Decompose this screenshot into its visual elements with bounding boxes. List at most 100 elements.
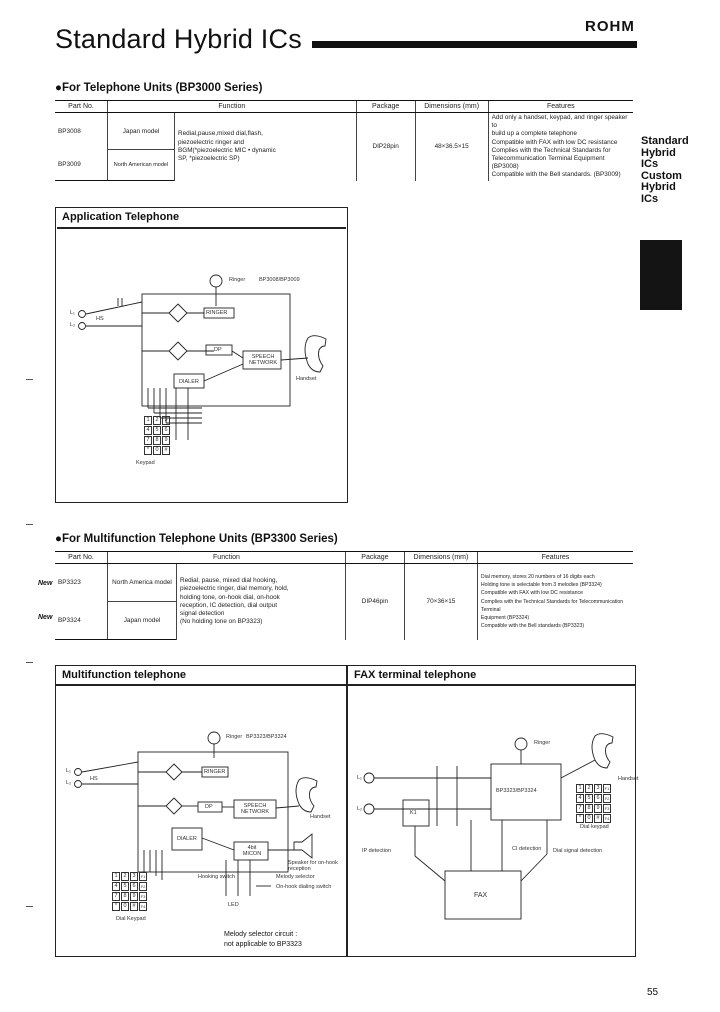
melody-note: Melody selector circuit : [224, 931, 298, 938]
l1-label: L₁ [70, 310, 75, 316]
keypad-key[interactable]: 2 [121, 872, 129, 881]
ic-label: BP3323/BP3324 [496, 788, 537, 794]
col-header: Package [355, 100, 416, 113]
keypad-key[interactable]: 0 [585, 814, 593, 823]
keypad-key[interactable]: 5 [585, 794, 593, 803]
ringer-block-label: RINGER [204, 769, 226, 775]
ringer-block [201, 766, 229, 778]
keypad-key[interactable]: 4 [576, 794, 584, 803]
speaker-label: Speaker for on-hook reception [288, 860, 338, 872]
keypad-key[interactable]: 6 [162, 426, 170, 435]
section2-heading: ●For Multifunction Telephone Units (BP33… [55, 533, 338, 545]
keypad-key[interactable]: 8 [585, 804, 593, 813]
ringer-speaker-icon [514, 737, 528, 751]
keypad-key[interactable]: F4 [603, 814, 611, 823]
keypad-key[interactable]: 5 [121, 882, 129, 891]
multifunction-circuit-diagram [74, 731, 318, 896]
margin-tick [26, 662, 33, 663]
keypad-key[interactable]: * [576, 814, 584, 823]
side-tab-label: Standard Hybrid ICs Custom Hybrid ICs [641, 135, 689, 205]
keypad-key[interactable]: F2 [139, 882, 147, 891]
keypad-key[interactable]: 7 [112, 892, 120, 901]
keypad-key[interactable]: 0 [153, 446, 161, 455]
keypad-key[interactable]: 5 [153, 426, 161, 435]
keypad-key[interactable]: 9 [594, 804, 602, 813]
model-label: North American model [107, 149, 175, 182]
keypad-key[interactable]: 3 [130, 872, 138, 881]
col-header: Package [344, 551, 405, 564]
margin-tick [26, 379, 33, 380]
ringer-block-label: RINGER [206, 310, 228, 316]
keypad-key[interactable]: 1 [576, 784, 584, 793]
dial-keypad-label: Dial keypad [580, 824, 609, 830]
col-header: Features [476, 551, 633, 564]
part-no: BP3324 [55, 601, 108, 640]
keypad-key[interactable]: 9 [162, 436, 170, 445]
model-label: North America model [107, 563, 177, 602]
keypad-key[interactable]: F2 [603, 794, 611, 803]
section1-heading: ●For Telephone Units (BP3000 Series) [55, 82, 263, 94]
keypad-key[interactable]: * [112, 902, 120, 911]
brand-logo: ROHM [585, 18, 635, 35]
keypad-key[interactable]: 3 [594, 784, 602, 793]
keypad-key[interactable]: 2 [585, 784, 593, 793]
title-rule [312, 41, 637, 48]
box-title: Application Telephone [62, 211, 180, 223]
onhook-switch-label: On-hook dialing switch [276, 884, 332, 890]
model-label: Japan model [107, 601, 177, 640]
ic-outline [141, 293, 291, 407]
keypad-key[interactable]: F3 [603, 804, 611, 813]
application-circuit-diagram [78, 274, 327, 440]
dial-keypad-label: Dial Keypad [116, 916, 146, 922]
keypad-key[interactable]: 6 [130, 882, 138, 891]
dp-block [205, 344, 233, 356]
keypad-key[interactable]: # [130, 902, 138, 911]
keypad-key[interactable]: 1 [112, 872, 120, 881]
ic-block [490, 763, 562, 821]
keypad-key[interactable]: 9 [130, 892, 138, 901]
keypad-key[interactable]: F1 [139, 872, 147, 881]
l2-label: L₂ [357, 806, 363, 812]
keypad-key[interactable]: 8 [121, 892, 129, 901]
keypad-label: Keypad [136, 460, 155, 466]
melody-note-2: not applicable to BP3323 [224, 941, 302, 948]
ic-label: BP3323/BP3324 [246, 734, 287, 740]
keypad-key[interactable]: 0 [121, 902, 129, 911]
keypad-key[interactable]: 3 [162, 416, 170, 425]
keypad-key[interactable]: 4 [144, 426, 152, 435]
keypad-key[interactable]: F3 [139, 892, 147, 901]
part-no: BP3323 [58, 579, 81, 587]
keypad-key[interactable]: F4 [139, 902, 147, 911]
handset-label: Handset [618, 776, 639, 782]
col-header: Dimensions (mm) [414, 100, 489, 113]
keypad-key[interactable]: 4 [112, 882, 120, 891]
ringer-speaker-icon [209, 274, 223, 288]
keypad-key[interactable]: # [594, 814, 602, 823]
keypad-key[interactable]: 7 [576, 804, 584, 813]
micon-block [233, 841, 269, 861]
speech-network-block [233, 799, 277, 819]
hs-label: HS [90, 776, 98, 782]
box-title: Multifunction telephone [62, 669, 187, 681]
terminal-l2-icon [78, 322, 86, 330]
hooking-switch-label: Hooking switch [198, 874, 235, 880]
keypad-key[interactable]: * [144, 446, 152, 455]
ip-detection-label: IP detection [362, 848, 391, 854]
panel-divider [346, 666, 348, 956]
keypad-key[interactable]: 1 [144, 416, 152, 425]
dp-label: DP [205, 804, 213, 810]
keypad-key[interactable]: # [162, 446, 170, 455]
keypad-key[interactable]: 8 [153, 436, 161, 445]
keypad-key[interactable]: F1 [603, 784, 611, 793]
bridge-rectifier-icon [168, 341, 188, 361]
l2-label: L₂ [66, 780, 72, 786]
keypad-key[interactable]: 6 [594, 794, 602, 803]
col-header: Part No. [55, 551, 108, 564]
ringer-label: Ringer [534, 740, 551, 746]
keypad-key[interactable]: 2 [153, 416, 161, 425]
handset-label: Handset [296, 376, 317, 382]
keypad-key[interactable]: 7 [144, 436, 152, 445]
k1-relay [402, 799, 430, 827]
new-badge: New [38, 614, 53, 621]
fax-circuit-diagram [363, 733, 614, 920]
